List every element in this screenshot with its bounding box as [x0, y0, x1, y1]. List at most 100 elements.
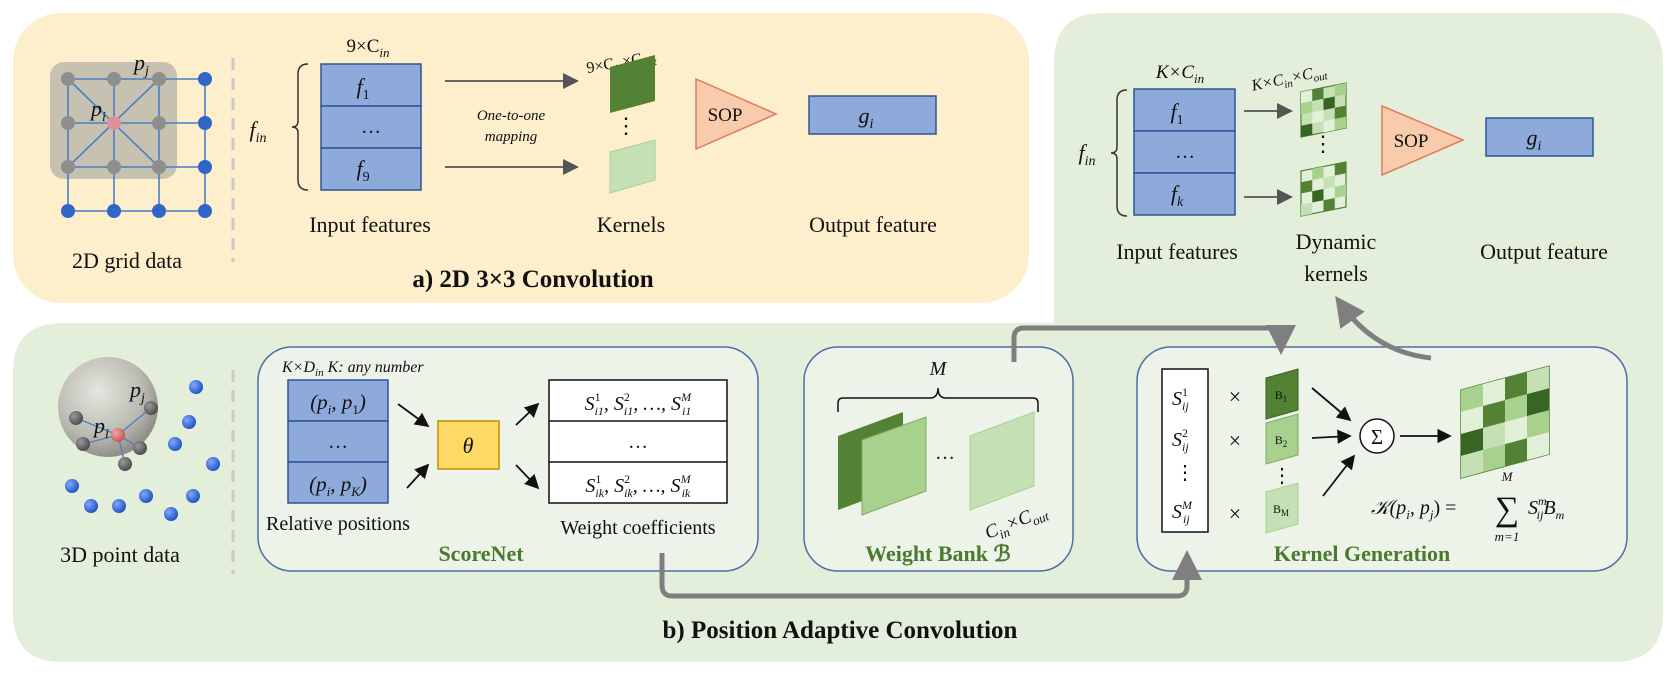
input-row-a-1: … [361, 116, 381, 138]
sop-label-b: SOP [1394, 131, 1429, 152]
output-text-b: gi [1527, 125, 1542, 154]
output-feature-b [1485, 117, 1594, 157]
relative-position-stack [287, 379, 389, 504]
sop-b [1381, 104, 1465, 177]
grid-pi-label: pi [89, 96, 106, 125]
relpos-arrow-bottom [406, 463, 430, 489]
weight-bank-kernel-light [969, 411, 1035, 511]
input-features-label-b: Input features [1116, 239, 1238, 264]
output-feature-label-a: Output feature [809, 212, 937, 237]
sum-circle [1359, 418, 1395, 454]
input-row-b-0: f1 [1170, 99, 1183, 128]
weight-bank-box [803, 346, 1074, 572]
score-column [1161, 368, 1209, 533]
basis-b1-label: B1 [1275, 388, 1288, 404]
mapping-text-2: mapping [485, 129, 538, 145]
input-dims-b: K×Cin [1155, 62, 1204, 86]
coef-row-1: … [628, 431, 648, 453]
sum-symbol: Σ [1371, 425, 1383, 449]
basis-bm [1265, 482, 1299, 534]
theta-label: θ [463, 433, 474, 458]
basis-arrow-0 [1311, 387, 1352, 422]
input-feature-stack-a [320, 63, 422, 191]
fin-label-a: fin [249, 117, 266, 146]
dynamic-kernel-bottom [1300, 161, 1347, 217]
scorenet-dims: K×Din K: any number [281, 359, 424, 379]
kernel-dots-a: ⋮ [615, 113, 637, 138]
scorenet-title: ScoreNet [438, 541, 524, 566]
weight-coef-table [548, 379, 728, 504]
sop-label-a: SOP [708, 105, 743, 126]
weight-bank-brace [837, 387, 1039, 412]
times-2: × [1229, 501, 1241, 526]
input-dims-a: 9×Cin [346, 36, 389, 60]
input-row-a-0: f1 [356, 74, 369, 103]
relpos-arrow-top [397, 403, 430, 428]
grid-data-label: 2D grid data [72, 248, 182, 273]
basis-arrow-2 [1322, 454, 1356, 497]
sop-a [695, 77, 778, 151]
input-row-a-2: f9 [356, 156, 369, 185]
formula-sum-bottom: m=1 [1495, 529, 1520, 544]
input-features-label-a: Input features [309, 212, 431, 237]
generated-kernel [1460, 365, 1550, 479]
output-feature-a [808, 95, 937, 135]
flow-arrow-scorenet-to-kernelgen [659, 550, 1202, 599]
score-row-2: ⋮ [1175, 462, 1195, 484]
relpos-label: Relative positions [266, 513, 410, 535]
weight-bank-dots: … [935, 442, 955, 464]
formula-sum: ∑ [1495, 491, 1519, 528]
kernels-label-a: Kernels [597, 212, 665, 237]
dynamic-kernels-label-1: Dynamic [1296, 229, 1377, 254]
formula-sum-top: M [1501, 469, 1514, 484]
flow-arrow-kernelgen-to-dynamic [1335, 295, 1432, 361]
panel-a-title: a) 2D 3×3 Convolution [412, 266, 653, 293]
times-1: × [1229, 428, 1241, 453]
grid-graphic [50, 62, 212, 218]
point-data-label: 3D point data [60, 542, 180, 567]
coef-label: Weight coefficients [560, 517, 715, 539]
kernel-dots-b: ⋮ [1312, 131, 1334, 156]
relpos-row-1: … [328, 431, 348, 453]
dynamic-kernel-top [1300, 82, 1347, 138]
mapping-text-1: One-to-one [477, 108, 546, 124]
point-pj-label: pj [128, 377, 145, 406]
input-row-b-1: … [1175, 141, 1195, 163]
kernel-gen-title: Kernel Generation [1274, 541, 1451, 566]
grid-pj-label: pj [132, 50, 149, 79]
panel-a-background [13, 13, 1029, 303]
kernel-formula: 𝒦(pi, pj) = [1371, 497, 1456, 522]
weight-bank-kernel-mid [861, 416, 927, 516]
basis-dots: ⋮ [1272, 465, 1292, 487]
kernel-gen-box [1136, 346, 1628, 572]
basis-bm-label: BM [1273, 502, 1289, 518]
basis-b1 [1265, 368, 1299, 420]
flow-arrow-weightbank-to-kernelgen [1011, 325, 1296, 362]
point-pi-label: pi [92, 413, 109, 442]
basis-b2-label: B2 [1275, 433, 1288, 449]
output-text-a: gi [859, 103, 874, 132]
fin-label-b: fin [1078, 140, 1095, 169]
input-brace-a [291, 63, 309, 191]
times-0: × [1229, 384, 1241, 409]
theta-arrow-bottom [515, 464, 540, 490]
theta-box [437, 420, 500, 470]
input-brace-b [1110, 89, 1128, 217]
weight-bank-m: M [929, 358, 948, 380]
kernel-dark-a [610, 55, 655, 113]
basis-arrow-1 [1311, 429, 1352, 444]
point-cloud-graphic [58, 357, 220, 521]
output-feature-label-b: Output feature [1480, 239, 1608, 264]
weight-bank-title: Weight Bank ℬ [865, 541, 1011, 566]
panel-b-title: b) Position Adaptive Convolution [663, 617, 1018, 644]
input-feature-stack-b [1133, 88, 1236, 216]
kernel-light-a [609, 139, 656, 194]
theta-arrow-top [515, 402, 540, 426]
